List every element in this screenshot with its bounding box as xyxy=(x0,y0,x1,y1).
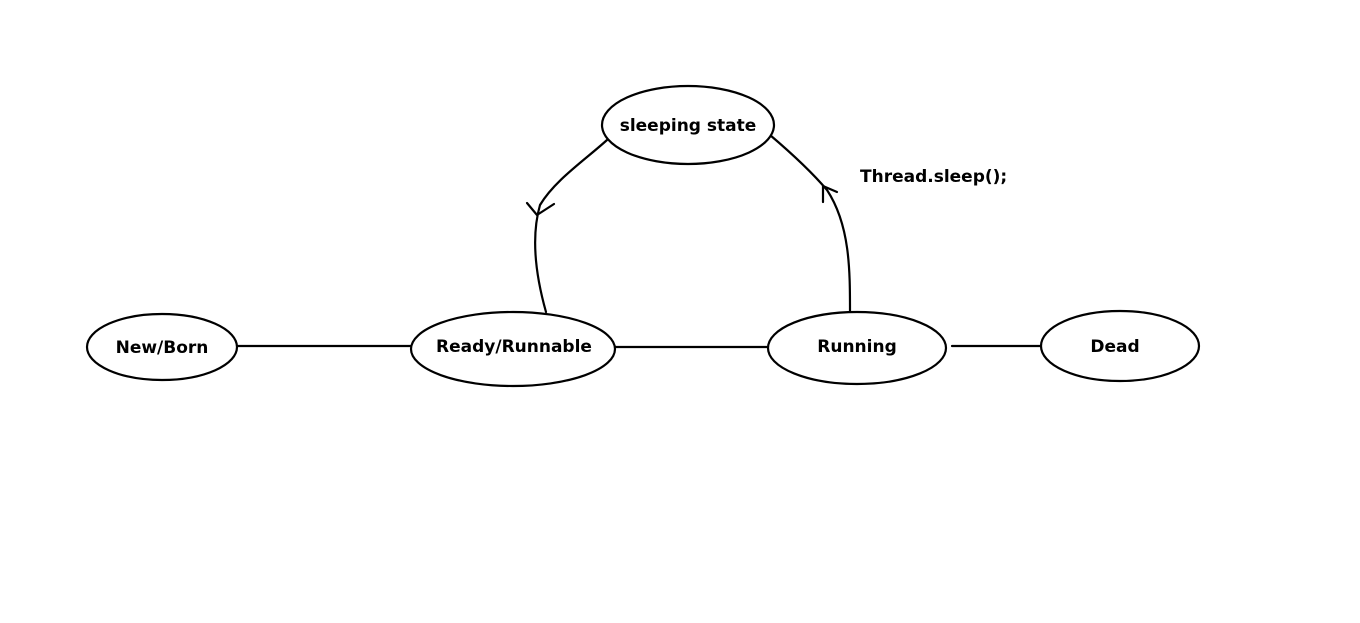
arrowhead-sleeping-to-ready xyxy=(525,201,556,217)
node-sleeping-label: sleeping state xyxy=(620,116,757,136)
node-newborn: New/Born xyxy=(85,312,239,382)
node-sleeping-shape xyxy=(600,84,776,166)
node-ready: Ready/Runnable xyxy=(409,310,617,388)
node-running-label: Running xyxy=(817,337,897,357)
node-newborn-label: New/Born xyxy=(116,338,209,358)
node-sleeping: sleeping state xyxy=(600,84,776,166)
arrowhead-running-to-sleeping xyxy=(821,184,839,204)
node-dead: Dead xyxy=(1039,309,1201,383)
edge-running-to-sleeping xyxy=(768,133,852,314)
node-ready-shape xyxy=(409,310,617,388)
node-dead-label: Dead xyxy=(1090,337,1139,357)
edge-label-thread-sleep: Thread.sleep(); xyxy=(860,167,1007,187)
node-running: Running xyxy=(766,310,948,386)
edge-sleeping-to-ready xyxy=(534,138,609,314)
node-running-shape xyxy=(766,310,948,386)
node-newborn-shape xyxy=(85,312,239,382)
node-ready-label: Ready/Runnable xyxy=(436,337,592,357)
node-dead-shape xyxy=(1039,309,1201,383)
